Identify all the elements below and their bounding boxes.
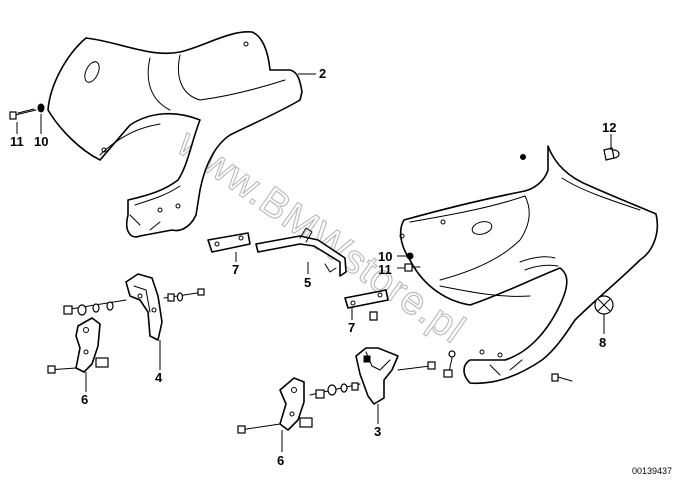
callouts: 2 11 10 12 10 11 7 5 7 8 4 6 3 6 [10,66,616,468]
support-rod-5[interactable] [255,227,347,277]
callout-11: 11 [378,262,392,277]
leader-lines [16,73,612,452]
callout-4: 4 [155,370,163,385]
callout-10: 10 [378,249,392,264]
grommet-8[interactable] [594,295,614,315]
fairing-panel-upper-left[interactable] [47,31,303,238]
callout-6: 6 [277,453,284,468]
callout-3: 3 [374,424,381,439]
footrest-bracket-6-right[interactable] [237,377,361,434]
fasteners-left-group[interactable] [63,299,127,316]
drawing-code: 00139437 [632,466,672,476]
screw-11-left[interactable] [9,108,37,120]
mount-bracket-4[interactable] [125,273,205,341]
footrest-bracket-6-left[interactable] [47,317,109,374]
fairing-panel-lower-right[interactable] [399,145,659,385]
screw-right-lower[interactable] [443,350,573,382]
lower-bracket-3[interactable] [355,347,436,405]
washer-10-right[interactable] [406,252,414,260]
callout-6: 6 [81,392,88,407]
callout-12: 12 [602,120,616,135]
washer-10-left[interactable] [37,103,45,113]
callout-7: 7 [232,262,239,277]
bracket-plate-7-right[interactable] [344,289,389,321]
callout-5: 5 [304,275,311,290]
callout-10: 10 [34,134,48,149]
callout-8: 8 [599,335,606,350]
bracket-plate-7-left[interactable] [207,232,251,253]
callout-7: 7 [348,320,355,335]
cap-12[interactable] [520,147,620,161]
callout-11: 11 [10,134,24,149]
callout-2: 2 [319,66,326,81]
